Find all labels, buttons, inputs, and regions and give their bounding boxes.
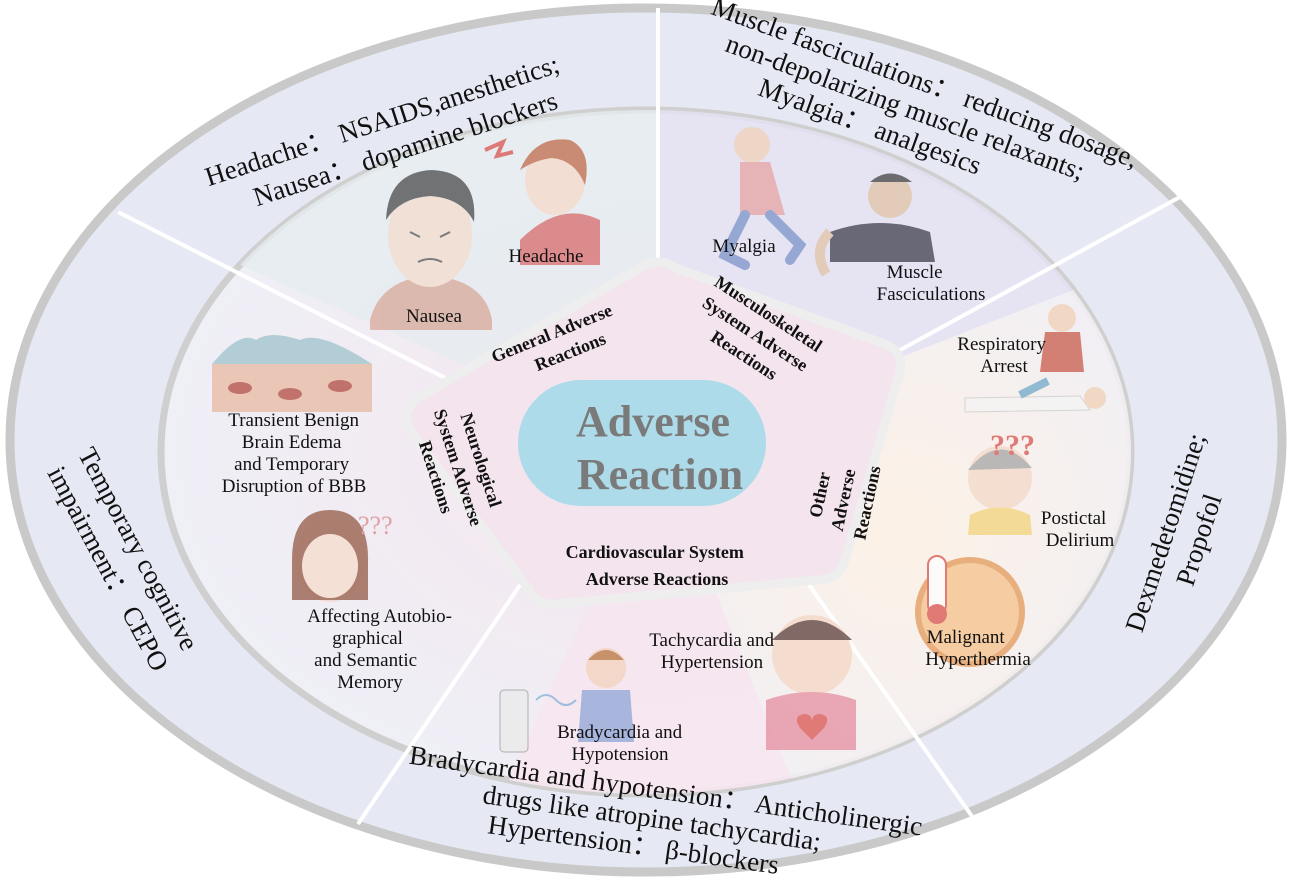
respiratory-illustration [964, 304, 1106, 413]
label-hyperthermia: Malignant Hyperthermia [925, 627, 1031, 670]
label-respiratory: Respiratory Arrest [957, 334, 1050, 377]
nausea-illustration [370, 170, 492, 330]
label-tachycardia: Tachycardia and Hypertension [649, 630, 778, 673]
sector-cardio-bg [500, 452, 800, 794]
fasciculations-illustration [815, 173, 935, 277]
edema-illustration [212, 335, 372, 412]
label-myalgia: Myalgia [712, 236, 776, 257]
center-title-line1: Adverse [576, 397, 730, 446]
label-headache: Headache [509, 246, 584, 267]
center-title-line2: Reaction [577, 450, 743, 499]
tachycardia-illustration [766, 615, 856, 750]
label-memory: Affecting Autobio- graphical and Semanti… [307, 606, 457, 693]
label-nausea: Nausea [406, 306, 462, 327]
memory-illustration: ??? [292, 510, 393, 602]
svg-text:???: ??? [990, 429, 1035, 462]
label-delirium: Postictal Delirium [1041, 508, 1115, 551]
category-cardiovascular: Cardiovascular System Adverse Reactions [566, 542, 749, 589]
label-edema: Transient Benign Brain Edema and Tempora… [222, 410, 367, 497]
bradycardia-illustration [499, 648, 634, 753]
svg-text:???: ??? [358, 511, 393, 540]
hyperthermia-illustration [915, 555, 1025, 667]
center-pill [518, 380, 766, 506]
label-fasciculations: Muscle Fasciculations [877, 262, 986, 305]
headache-illustration [484, 138, 600, 265]
myalgia-illustration [718, 127, 807, 270]
delirium-illustration: ??? [968, 429, 1035, 535]
label-bradycardia: Bradycardia and Hypotension [557, 722, 687, 765]
